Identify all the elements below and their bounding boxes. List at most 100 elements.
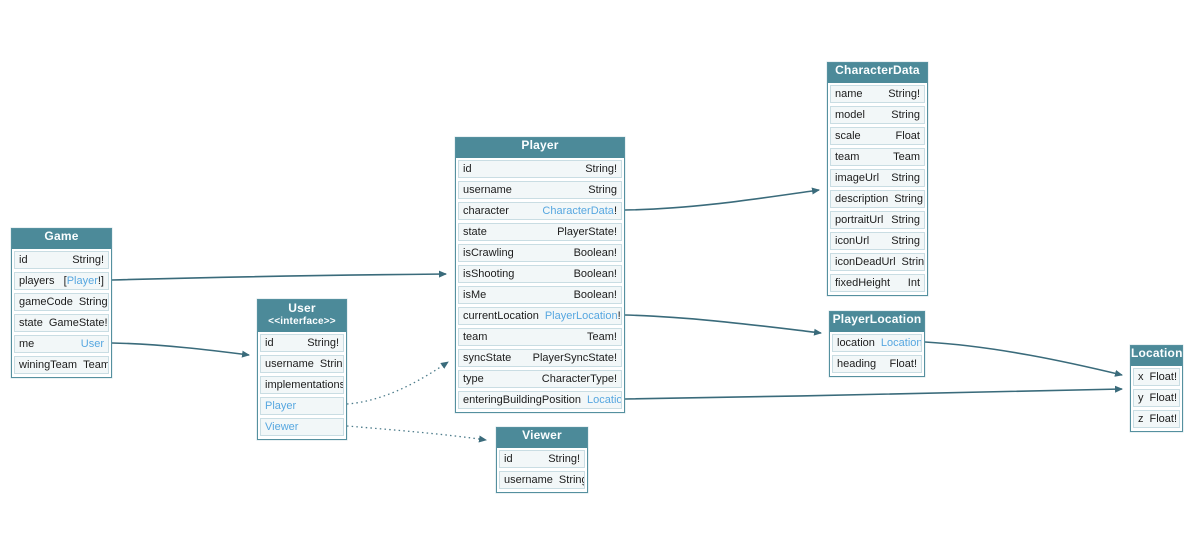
edge-game-players-to-player [111,270,447,281]
field-type: User [81,338,104,350]
type-link-playerlocation[interactable]: PlayerLocation [544,310,618,322]
type-node-playerlocation: PlayerLocationlocationLocation!headingFl… [829,311,925,377]
row-characterdata-icondeadurl[interactable]: iconDeadUrl String [830,253,925,271]
row-player-character[interactable]: character CharacterData! [458,202,622,220]
type-text: String [891,235,920,247]
row-user-viewer[interactable]: Viewer [260,418,344,436]
type-header-player[interactable]: Player [456,138,624,158]
field-name: iconDeadUrl [835,256,896,268]
row-game-players[interactable]: players[Player!] [14,272,109,290]
type-text: CharacterType! [541,373,617,385]
row-user-player[interactable]: Player [260,397,344,415]
field-name: description [835,193,889,205]
type-text: String [894,193,923,205]
row-characterdata-description[interactable]: description String [830,190,925,208]
type-header-playerlocation[interactable]: PlayerLocation [830,312,924,332]
type-header-viewer[interactable]: Viewer [497,428,587,448]
field-type: CharacterType! [542,373,617,385]
type-link-location[interactable]: Location [587,394,622,406]
type-text: Team [83,359,109,371]
field-type: Float! [889,358,917,370]
field-name: location [837,337,875,349]
type-header-game[interactable]: Game [12,229,111,249]
type-link-location[interactable]: Location [880,337,922,349]
label-implementations: implementations [265,379,344,391]
field-type: Int [908,277,920,289]
type-text: Boolean! [573,268,617,280]
type-text: String [901,256,925,268]
row-game-gamecode[interactable]: gameCode String! [14,293,109,311]
type-title-characterdata: CharacterData [835,63,920,77]
type-title-viewer: Viewer [522,428,562,442]
type-link-characterdata[interactable]: CharacterData [542,205,614,217]
field-type: CharacterData! [542,205,617,217]
field-name: username [265,358,314,370]
field-type: String [891,235,920,247]
type-header-characterdata[interactable]: CharacterData [828,63,927,83]
row-player-enteringbuildingposition[interactable]: enteringBuildingPosition Location [458,391,622,409]
field-name: state [19,317,43,329]
row-user-implementations[interactable]: implementations [260,376,344,394]
field-type: Boolean! [574,247,617,259]
field-name: heading [837,358,877,370]
field-type: Float! [1150,371,1178,383]
field-type: String [891,172,920,184]
field-name: character [463,205,509,217]
implementation-link-player[interactable]: Player [265,400,297,412]
field-name: enteringBuildingPosition [463,394,582,406]
field-name: type [463,373,484,385]
row-player-type[interactable]: type CharacterType! [458,370,622,388]
type-text: String! [548,453,580,465]
field-type: Boolean! [574,289,617,301]
type-title-user: User [288,301,316,315]
type-text: String [588,184,617,196]
type-text: String! [78,296,109,308]
field-name: syncState [463,352,512,364]
type-header-user[interactable]: User<<interface>> [258,300,346,332]
field-name: gameCode [19,296,73,308]
type-text: String [891,109,920,121]
type-link-user[interactable]: User [80,338,104,350]
implementation-link-viewer[interactable]: Viewer [265,421,299,433]
row-playerlocation-heading[interactable]: heading Float! [832,355,922,373]
type-link-player[interactable]: Player [66,275,98,287]
type-header-location[interactable]: Location [1131,346,1182,366]
edge-player-enteringbuildingposition-to-location [624,385,1123,400]
field-type: String! [72,254,104,266]
field-type: String! [548,453,580,465]
type-text: Float! [1149,413,1178,425]
